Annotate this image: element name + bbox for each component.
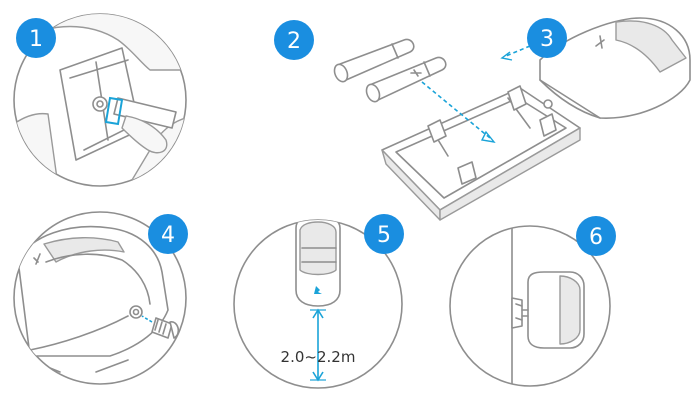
wall-bracket [511,297,523,329]
mounting-height-label: 2.0~2.2m [281,348,356,366]
aa-battery-2 [365,56,447,103]
screw-hole [129,305,143,319]
step-1-number: 1 [29,27,43,52]
step-3-number: 3 [540,27,554,52]
thumb [121,115,168,154]
mounting-screw [151,317,180,339]
step-2-badge: 2 [274,20,314,60]
step-3-badge: 3 [527,18,567,58]
step-1-badge: 1 [16,18,56,58]
detector-base-open [381,85,581,221]
step-2-3-panel: 2 3 [274,17,691,221]
screw-direction-arrow [141,315,153,323]
logo-mark [314,286,322,294]
step-6-badge: 6 [576,216,616,256]
step-6-panel: 6 [449,216,616,387]
aa-battery-1 [333,38,415,83]
step-5-panel: 2.0~2.2m 5 [233,214,404,389]
step-4-number: 4 [161,223,175,248]
case-screw [92,96,108,112]
release-slot-highlight [104,96,124,126]
step-6-number: 6 [589,225,603,250]
step-4-badge: 4 [148,214,188,254]
step-1-panel: 1 [13,13,187,187]
step-2-number: 2 [287,29,301,54]
insert-battery-arrow [421,81,491,139]
step-5-badge: 5 [364,214,404,254]
pir-lens [615,20,687,73]
cover-direction-arrow [505,45,531,57]
step-4-panel: 4 [13,211,188,385]
detector-cover [539,17,691,119]
screwdriver [113,97,177,129]
step-5-number: 5 [377,223,391,248]
